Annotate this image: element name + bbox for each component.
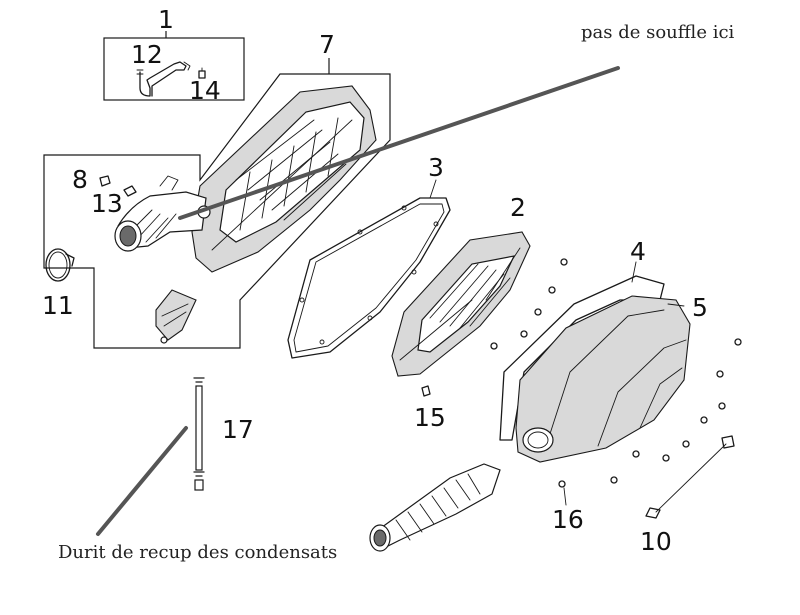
part-13-clip: [123, 185, 137, 197]
part-4-cover-gasket: [499, 275, 665, 441]
part-8-bolt: [99, 175, 111, 187]
part-1-group-frame: [103, 31, 245, 101]
label-part-16: 16: [552, 505, 584, 534]
label-part-1: 1: [158, 5, 174, 34]
part-15-screw: [421, 385, 431, 397]
part-5-cover: [515, 295, 691, 463]
part-2-filter-element: [391, 231, 531, 377]
part-17-drain-hose: [193, 377, 205, 491]
part-11-clamp: [45, 248, 75, 282]
label-part-11: 11: [42, 291, 74, 320]
annotation-line-bottom: [96, 426, 188, 536]
label-part-17: 17: [222, 415, 254, 444]
small-screws: [490, 258, 742, 488]
label-part-13: 13: [91, 189, 123, 218]
part-14-clip: [198, 67, 206, 79]
label-part-12: 12: [131, 40, 163, 69]
part-16-intake-duct: [369, 463, 501, 552]
annotation-text-bottom: Durit de recup des condensats: [58, 542, 337, 563]
label-part-8: 8: [72, 165, 88, 194]
leader-lines: [429, 179, 685, 506]
label-part-14: 14: [189, 76, 221, 105]
label-part-7: 7: [319, 30, 335, 59]
part-3-gasket: [287, 197, 451, 359]
label-part-15: 15: [414, 403, 446, 432]
label-part-5: 5: [692, 293, 708, 322]
label-part-4: 4: [630, 237, 646, 266]
label-part-2: 2: [510, 193, 526, 222]
annotation-line-top: [178, 66, 620, 220]
label-part-3: 3: [428, 153, 444, 182]
drain-cap: [155, 289, 197, 344]
part-12-hose: [136, 61, 191, 97]
annotation-text-top: pas de souffle ici: [581, 22, 735, 43]
part-10-screw: [645, 435, 735, 519]
part-7-group-frame: [43, 58, 391, 349]
part-7-airbox: [114, 85, 377, 273]
label-part-10: 10: [640, 527, 672, 556]
